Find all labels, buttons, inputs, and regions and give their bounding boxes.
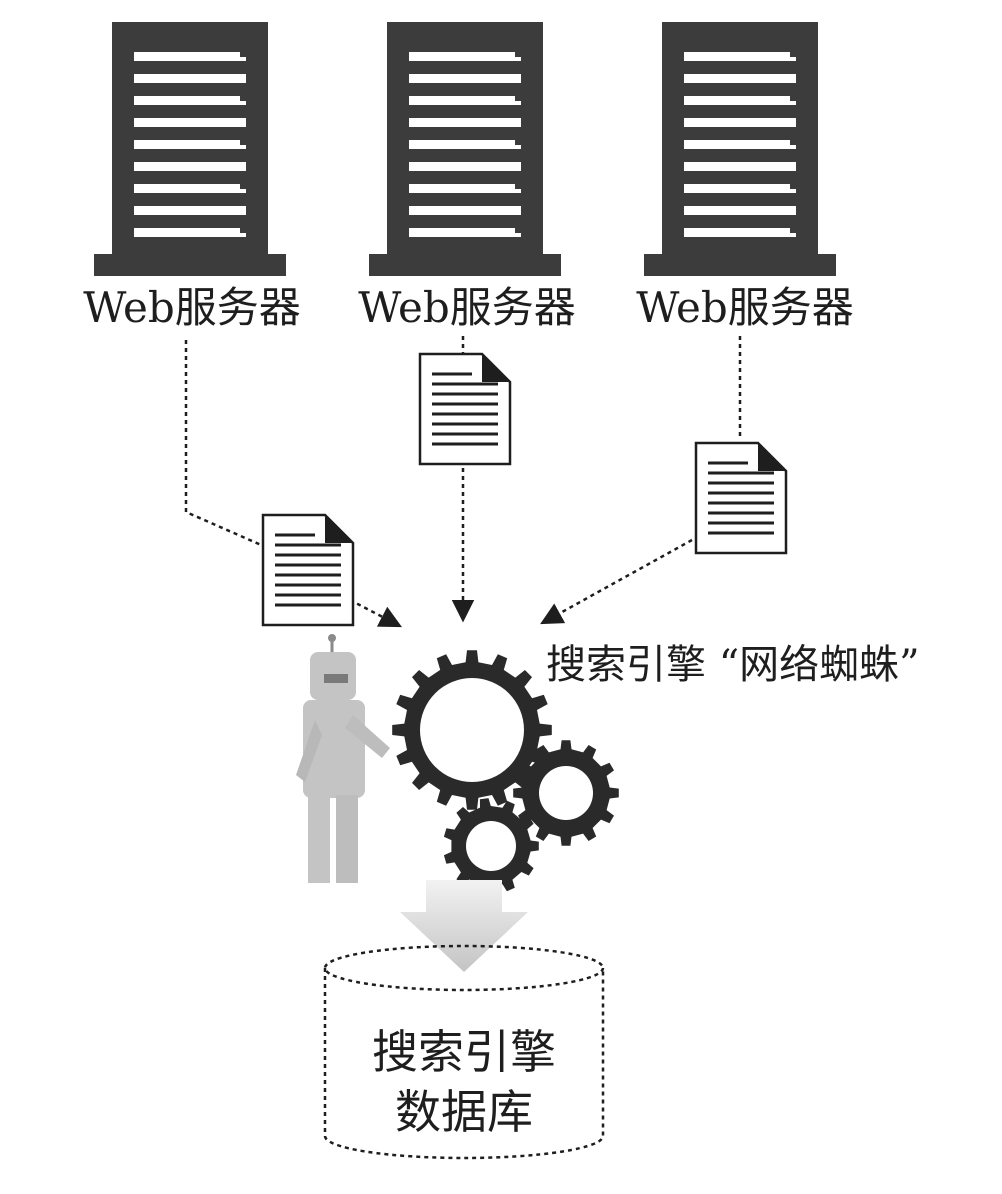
down-arrow-icon [400,880,528,972]
document-icon [418,352,512,466]
crawl-path-left-tail [349,598,402,628]
server-icon [369,22,561,276]
server-label: Web服务器 [83,283,301,332]
document-icon [261,513,355,627]
gear-bottom-hole [466,821,516,871]
gear-right-hole [539,766,593,820]
gear-icon [392,650,619,894]
spider-label: 搜索引擎 “网络蜘蛛” [546,642,920,688]
server-3: Web服务器 [636,22,854,332]
crawl-paths [184,336,742,628]
server-icon [94,22,286,276]
server-1: Web服务器 [83,22,301,332]
server-2: Web服务器 [358,22,576,332]
robot-icon [296,634,390,883]
database-icon [323,944,605,1160]
document-icon [694,441,788,555]
crawl-path-right-tail [540,538,693,625]
gear-large-hole [420,678,524,782]
server-icon [644,22,836,276]
server-label: Web服务器 [636,283,854,332]
crawl-path-left [184,340,269,550]
database-label-line2: 数据库 [395,1085,533,1139]
server-label: Web服务器 [358,283,576,332]
database-label-line1: 搜索引擎 [372,1025,556,1079]
